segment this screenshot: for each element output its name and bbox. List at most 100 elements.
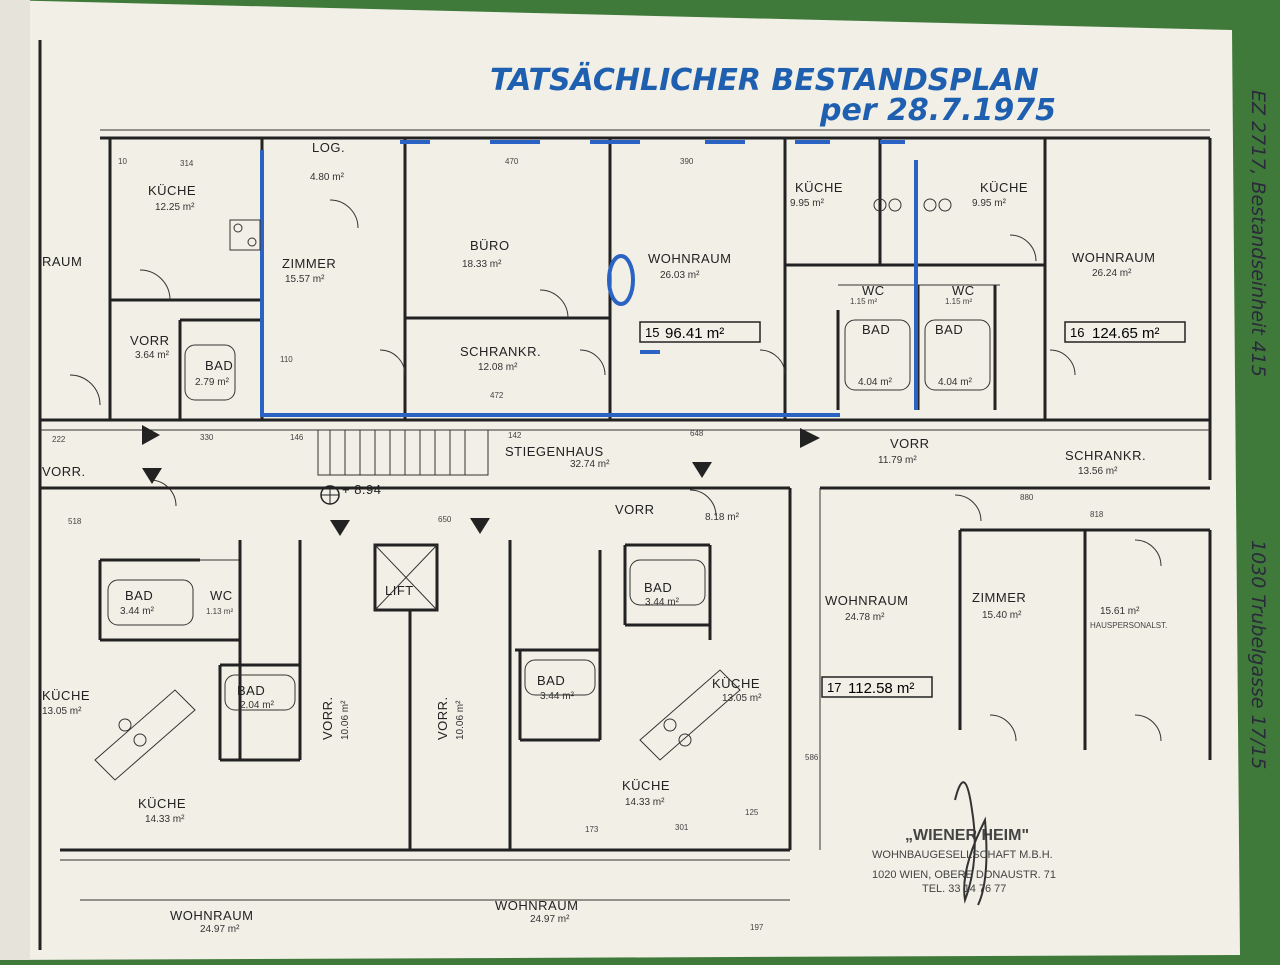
svg-text:KÜCHE: KÜCHE [980, 180, 1028, 195]
svg-text:SCHRANKR.: SCHRANKR. [1065, 448, 1146, 463]
svg-text:VORR: VORR [890, 436, 930, 451]
door-arcs [69, 199, 1162, 742]
svg-text:LIFT: LIFT [385, 583, 414, 598]
svg-text:BÜRO: BÜRO [470, 238, 510, 253]
svg-text:BAD: BAD [935, 322, 963, 337]
svg-text:110: 110 [280, 355, 293, 364]
company-stamp: „WIENER HEIM" WOHNBAUGESELLSCHAFT M.B.H.… [872, 781, 1056, 906]
svg-text:142: 142 [508, 431, 522, 440]
svg-text:12.25 m²: 12.25 m² [155, 202, 195, 213]
svg-text:3.44 m²: 3.44 m² [645, 597, 680, 608]
svg-text:12.08 m²: 12.08 m² [478, 362, 518, 373]
bottom-walls [60, 488, 1212, 901]
svg-text:VORR.: VORR. [320, 696, 335, 740]
svg-text:4.04 m²: 4.04 m² [858, 377, 893, 388]
svg-text:10.06 m²: 10.06 m² [455, 700, 466, 740]
svg-text:24.97 m²: 24.97 m² [200, 924, 240, 935]
svg-text:KÜCHE: KÜCHE [712, 676, 760, 691]
svg-text:1.13 m²: 1.13 m² [206, 607, 233, 616]
svg-text:WC: WC [862, 283, 885, 298]
svg-text:3.64 m²: 3.64 m² [135, 350, 170, 361]
side-note-ez: EZ 2717, Bestandseinheit 415 [1247, 90, 1269, 377]
svg-text:314: 314 [180, 159, 194, 168]
svg-text:2.79 m²: 2.79 m² [195, 377, 230, 388]
svg-text:125: 125 [745, 808, 759, 817]
svg-text:13.05 m²: 13.05 m² [722, 693, 762, 704]
svg-text:WOHNRAUM: WOHNRAUM [495, 898, 578, 913]
svg-text:BAD: BAD [644, 580, 672, 595]
svg-text:648: 648 [690, 429, 704, 438]
svg-text:390: 390 [680, 157, 694, 166]
svg-text:1.15 m²: 1.15 m² [945, 297, 972, 306]
svg-text:32.74 m²: 32.74 m² [570, 459, 610, 470]
svg-text:VORR.: VORR. [42, 464, 86, 479]
svg-text:24.97 m²: 24.97 m² [530, 914, 570, 925]
paper [0, 0, 1240, 960]
svg-text:KÜCHE: KÜCHE [622, 778, 670, 793]
svg-text:KÜCHE: KÜCHE [138, 796, 186, 811]
svg-text:124.65 m²: 124.65 m² [1092, 325, 1160, 342]
svg-text:518: 518 [68, 517, 82, 526]
svg-text:10: 10 [118, 157, 127, 166]
svg-text:26.03 m²: 26.03 m² [660, 270, 700, 281]
svg-text:SCHRANKR.: SCHRANKR. [460, 344, 541, 359]
level-markers [142, 425, 820, 536]
svg-text:14.33 m²: 14.33 m² [625, 797, 665, 808]
svg-text:KÜCHE: KÜCHE [148, 183, 196, 198]
svg-text:3.44 m²: 3.44 m² [120, 606, 155, 617]
svg-text:15.57 m²: 15.57 m² [285, 274, 325, 285]
svg-text:VORR: VORR [615, 502, 655, 517]
svg-text:WOHNRAUM: WOHNRAUM [170, 908, 253, 923]
svg-text:818: 818 [1090, 510, 1104, 519]
svg-text:KÜCHE: KÜCHE [42, 688, 90, 703]
svg-text:BAD: BAD [205, 358, 233, 373]
svg-text:WOHNRAUM: WOHNRAUM [825, 593, 908, 608]
svg-text:3.44 m²: 3.44 m² [540, 691, 575, 702]
kitchen-counters [94, 198, 952, 781]
svg-text:4.80 m²: 4.80 m² [310, 172, 345, 183]
svg-text:HAUSPERSONALST.: HAUSPERSONALST. [1090, 621, 1167, 630]
svg-text:VORR: VORR [130, 333, 170, 348]
svg-text:KÜCHE: KÜCHE [795, 180, 843, 195]
svg-text:9.95 m²: 9.95 m² [790, 198, 825, 209]
svg-text:17: 17 [827, 680, 841, 695]
svg-text:4.04 m²: 4.04 m² [938, 377, 973, 388]
svg-text:18.33 m²: 18.33 m² [462, 259, 502, 270]
svg-text:96.41 m²: 96.41 m² [665, 325, 724, 342]
svg-text:+ 8.94: + 8.94 [342, 482, 382, 497]
svg-text:„WIENER HEIM": „WIENER HEIM" [905, 827, 1029, 844]
svg-text:301: 301 [675, 823, 689, 832]
svg-text:WOHNBAUGESELLSCHAFT M.B.H.: WOHNBAUGESELLSCHAFT M.B.H. [872, 849, 1053, 861]
bathtubs [107, 319, 991, 711]
svg-text:WC: WC [952, 283, 975, 298]
dimension-labels: 314 330 470 390 10 110 472 142 648 146 6… [52, 157, 1104, 932]
svg-text:BAD: BAD [537, 673, 565, 688]
svg-text:112.58 m²: 112.58 m² [848, 680, 914, 697]
svg-text:WOHNRAUM: WOHNRAUM [648, 251, 731, 266]
svg-text:13.05 m²: 13.05 m² [42, 706, 82, 717]
svg-text:472: 472 [490, 391, 504, 400]
svg-text:9.95 m²: 9.95 m² [972, 198, 1007, 209]
svg-text:WC: WC [210, 588, 233, 603]
svg-text:173: 173 [585, 825, 599, 834]
unit-box-17: 17 112.58 m² [821, 676, 933, 698]
svg-text:222: 222 [52, 435, 66, 444]
svg-text:15.61 m²: 15.61 m² [1100, 606, 1140, 617]
stairwell [40, 429, 1210, 612]
svg-text:10.06 m²: 10.06 m² [340, 700, 351, 740]
svg-text:LOG.: LOG. [312, 140, 345, 155]
svg-text:BAD: BAD [862, 322, 890, 337]
svg-text:146: 146 [290, 433, 304, 442]
svg-text:RAUM: RAUM [42, 254, 82, 269]
svg-text:WOHNRAUM: WOHNRAUM [1072, 250, 1155, 265]
svg-text:13.56 m²: 13.56 m² [1078, 466, 1118, 477]
svg-text:STIEGENHAUS: STIEGENHAUS [505, 444, 604, 459]
unit-box-15: 15 96.41 m² [639, 321, 761, 343]
svg-text:14.33 m²: 14.33 m² [145, 814, 185, 825]
top-walls [40, 138, 1212, 480]
svg-text:1020 WIEN, OBERE DONAUSTR. 71: 1020 WIEN, OBERE DONAUSTR. 71 [872, 869, 1056, 881]
svg-text:ZIMMER: ZIMMER [972, 590, 1026, 605]
